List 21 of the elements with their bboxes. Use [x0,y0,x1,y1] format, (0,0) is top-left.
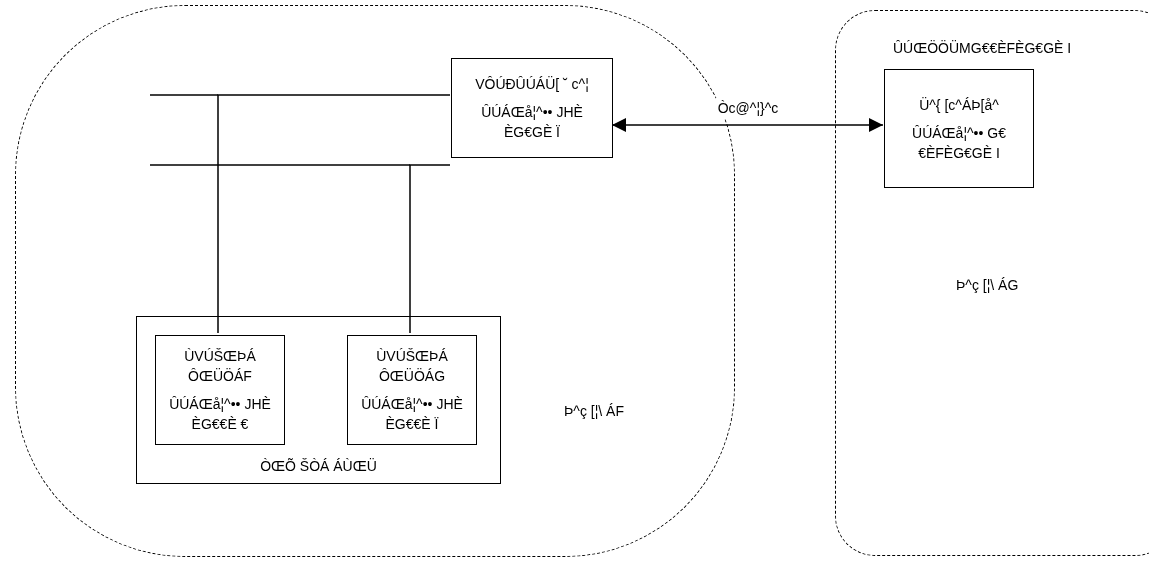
region-heading: ÛÚŒÖÖÜMG€€ÈFÈG€GÈ I [893,39,1072,58]
group-box [136,316,501,484]
connector-line [611,118,884,132]
connector-line [217,94,451,334]
address-text: ÛÚÁŒå¦^•• G€€ÈFÈG€GÈ I [911,123,1007,163]
address-text: ÛÚÁŒå¦^•• JHÈ ÈG€GÈ Ï [480,103,584,142]
node-title: ÙVÚŠŒÞÁ ÔŒÜÖÁF [183,347,257,386]
network-label: Þ^ç [¦\ ÁG [956,276,1019,295]
node-title: VÔÚÐÛÚÁÜ[ ˘ c^¦ [475,75,589,94]
station-box [347,335,477,445]
connector-line [409,164,451,334]
network-label: Þ^ç [¦\ ÁF [564,402,624,421]
router-box [451,58,613,158]
group-label: ÒŒÕ ŠÒÁ ÁÙŒÜ [259,457,378,476]
address-text: ÛÚÁŒå¦^•• JHÈ ÈG€€È € [168,395,272,434]
node-title: Ü^{ [c^ÁÞ[å^ [919,95,999,115]
edge-label: Òc@^¦}^c [715,97,781,119]
address-text: ÛÚÁŒå¦^•• JHÈ ÈG€€È Ï [360,395,464,434]
remote-node-box [884,69,1034,188]
node-title: ÙVÚŠŒÞÁ ÔŒÜÖÁG [375,347,449,386]
station-box [155,335,285,445]
